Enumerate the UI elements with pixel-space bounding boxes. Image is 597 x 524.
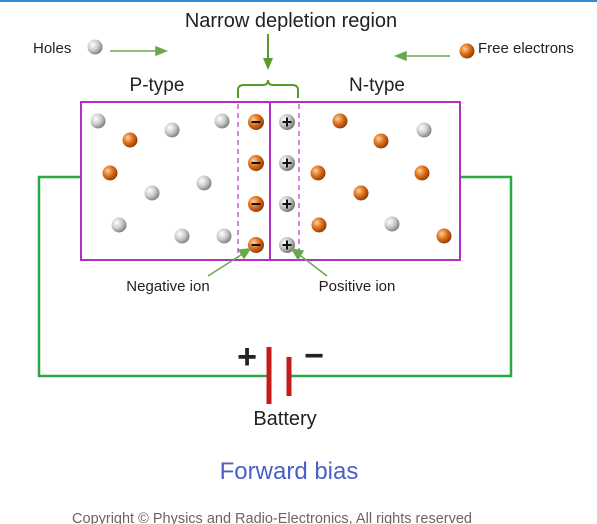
- battery-icon: [266, 347, 292, 404]
- circuit-wire: [37, 175, 513, 378]
- battery-positive-sign: +: [237, 338, 257, 376]
- n-type-electrons: [310, 113, 452, 244]
- negative-ion-pointer: [207, 248, 252, 277]
- electron: [332, 113, 348, 129]
- hole: [144, 185, 160, 201]
- hole: [416, 122, 432, 138]
- hole: [216, 228, 232, 244]
- holes-legend-label: Holes: [33, 40, 71, 57]
- positive-ion-icon: [279, 114, 295, 130]
- negative-ion-icon: [248, 155, 264, 171]
- electron: [102, 165, 118, 181]
- depletion-region-title: Narrow depletion region: [185, 10, 397, 32]
- negative-ions: [248, 114, 264, 253]
- hole: [196, 175, 212, 191]
- electron-legend-icon: [459, 43, 475, 59]
- electron: [311, 217, 327, 233]
- electrons-arrow: [393, 50, 450, 62]
- battery-negative-sign: −: [304, 337, 324, 375]
- electron: [414, 165, 430, 181]
- negative-ion-icon: [248, 196, 264, 212]
- p-type-electrons: [102, 132, 138, 181]
- copyright-notice: Copyright © Physics and Radio-Electronic…: [72, 511, 472, 524]
- positive-ion-pointer: [290, 247, 328, 277]
- battery-label: Battery: [253, 408, 316, 430]
- positive-ion-icon: [279, 155, 295, 171]
- forward-bias-caption: Forward bias: [220, 458, 359, 485]
- electron: [373, 133, 389, 149]
- negative-ion-label: Negative ion: [126, 278, 209, 295]
- depletion-brace: [237, 34, 299, 98]
- positive-ions: [279, 114, 295, 253]
- positive-ion-label: Positive ion: [319, 278, 396, 295]
- electron: [310, 165, 326, 181]
- electron: [353, 185, 369, 201]
- negative-ion-icon: [248, 114, 264, 130]
- p-type-label: P-type: [130, 75, 185, 96]
- hole: [111, 217, 127, 233]
- hole-legend-icon: [87, 39, 103, 55]
- electron: [122, 132, 138, 148]
- p-type-holes: [90, 113, 232, 244]
- hole: [384, 216, 400, 232]
- electron: [436, 228, 452, 244]
- depletion-region-bounds: [237, 104, 300, 258]
- hole: [164, 122, 180, 138]
- hole: [214, 113, 230, 129]
- hole: [174, 228, 190, 244]
- negative-ion-icon: [248, 237, 264, 253]
- free-electrons-legend-label: Free electrons: [478, 40, 574, 57]
- hole: [90, 113, 106, 129]
- n-type-holes: [384, 122, 432, 232]
- positive-ion-icon: [279, 196, 295, 212]
- brace-arrow-head: [263, 58, 273, 70]
- positive-ion-icon: [279, 237, 295, 253]
- top-accent-rule: [0, 0, 597, 2]
- holes-arrow: [110, 45, 169, 57]
- n-type-label: N-type: [349, 75, 405, 96]
